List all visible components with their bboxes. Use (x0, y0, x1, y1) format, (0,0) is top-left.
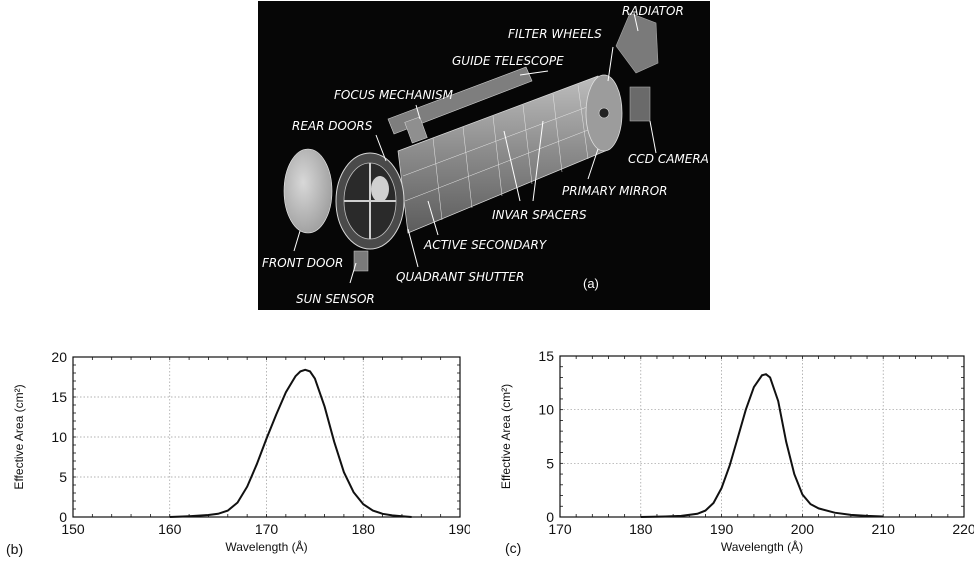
label-primary-mirror: PRIMARY MIRROR (562, 184, 668, 198)
y-axis-title: Effective Area (cm²) (500, 384, 513, 489)
x-tick-label: 150 (61, 521, 85, 537)
y-tick-label: 5 (59, 469, 67, 485)
series-line (640, 373, 884, 518)
y-tick-label: 0 (59, 509, 67, 525)
panel-a-tag: (a) (583, 276, 599, 291)
y-tick-label: 10 (538, 402, 554, 418)
x-tick-label: 210 (872, 521, 896, 537)
label-radiator: RADIATOR (622, 4, 684, 18)
y-tick-label: 20 (51, 349, 67, 365)
telescope-drawing: RADIATOR FILTER WHEELS GUIDE TELESCOPE F… (262, 4, 709, 306)
x-tick-label: 220 (952, 521, 974, 537)
ccd-camera-shape (629, 86, 651, 122)
label-filter-wheels: FILTER WHEELS (508, 27, 602, 41)
mirror-aperture (371, 176, 389, 202)
x-tick-label: 180 (352, 521, 376, 537)
tube-ribs (402, 84, 607, 221)
y-tick-label: 0 (546, 509, 554, 525)
label-guide-telescope: GUIDE TELESCOPE (452, 54, 564, 68)
panel-c-tag: (c) (505, 540, 522, 556)
x-tick-label: 170 (255, 521, 279, 537)
series-line (169, 368, 412, 518)
sun-sensor-shape (353, 250, 369, 272)
guide-telescope-shape (387, 66, 533, 135)
label-focus-mechanism: FOCUS MECHANISM (334, 88, 454, 102)
x-tick-label: 200 (791, 521, 815, 537)
x-tick-label: 160 (158, 521, 182, 537)
label-sun-sensor: SUN SENSOR (296, 292, 375, 306)
label-ccd-camera: CCD CAMERA (628, 152, 709, 166)
focus-mechanism-shape (404, 116, 428, 144)
filter-wheel-hub (598, 107, 610, 119)
leader-lines (293, 12, 657, 284)
y-axis-title: Effective Area (cm²) (12, 384, 26, 489)
plot-frame (559, 355, 965, 518)
y-tick-label: 5 (546, 455, 554, 471)
y-tick-label: 15 (538, 348, 554, 364)
label-active-secondary: ACTIVE SECONDARY (423, 238, 548, 252)
label-invar-spacers: INVAR SPACERS (492, 208, 587, 222)
front-door-shape (283, 148, 333, 234)
y-tick-label: 10 (51, 429, 67, 445)
x-axis-title: Wavelength (Å) (225, 539, 307, 554)
radiator-shape (615, 12, 659, 74)
x-tick-label: 190 (710, 521, 734, 537)
panel-b-tag: (b) (6, 541, 24, 557)
x-axis-title: Wavelength (Å) (721, 539, 803, 554)
label-rear-doors: REAR DOORS (292, 119, 373, 133)
instrument-diagram: RADIATOR FILTER WHEELS GUIDE TELESCOPE F… (258, 1, 710, 310)
label-quadrant-shutter: QUADRANT SHUTTER (396, 270, 524, 284)
y-tick-label: 15 (51, 389, 67, 405)
label-front-door: FRONT DOOR (262, 256, 343, 270)
x-tick-label: 190 (448, 521, 470, 537)
x-tick-label: 180 (629, 521, 653, 537)
quadrant-shutter-shape (344, 163, 396, 239)
x-tick-label: 170 (548, 521, 572, 537)
